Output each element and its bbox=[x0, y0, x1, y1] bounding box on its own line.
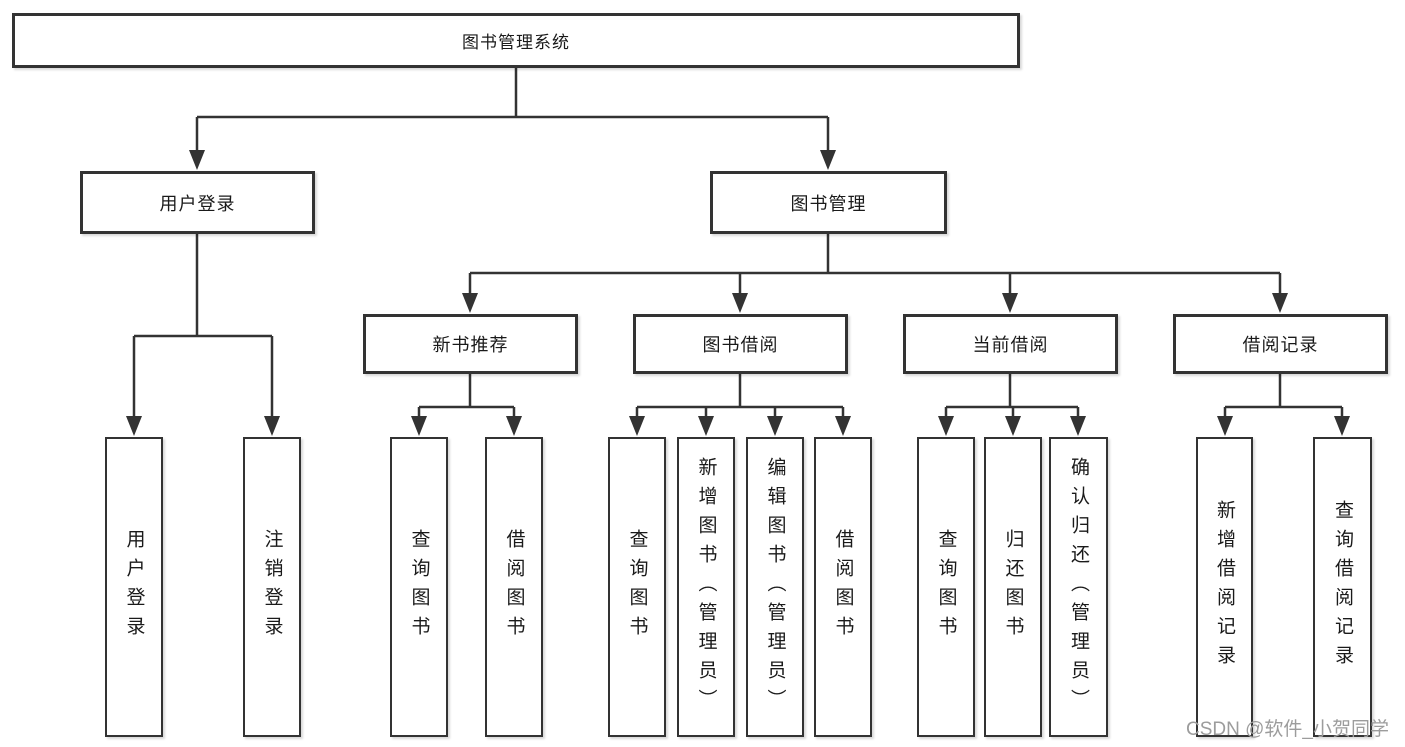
leaf-user-login: 用户登录 bbox=[105, 437, 163, 737]
node-current-borrow: 当前借阅 bbox=[903, 314, 1118, 374]
leaf-nb-borrow-book: 借阅图书 bbox=[485, 437, 543, 737]
leaf-cb-confirm-return-label: 确认归还（管理员） bbox=[1068, 456, 1089, 718]
leaf-user-login-label: 用户登录 bbox=[123, 529, 145, 645]
node-new-book-recommend: 新书推荐 bbox=[363, 314, 578, 374]
leaf-br-query-record-label: 查询借阅记录 bbox=[1332, 500, 1353, 674]
leaf-bb-query-book: 查询图书 bbox=[608, 437, 666, 737]
csdn-watermark: CSDN @软件_小贺同学 bbox=[1186, 719, 1389, 740]
leaf-br-add-record: 新增借阅记录 bbox=[1196, 437, 1253, 737]
node-new-book-recommend-label: 新书推荐 bbox=[432, 335, 509, 355]
node-root: 图书管理系统 bbox=[12, 13, 1020, 68]
leaf-cb-query-book: 查询图书 bbox=[917, 437, 975, 737]
leaf-cb-return-book-label: 归还图书 bbox=[1002, 529, 1024, 645]
leaf-br-add-record-label: 新增借阅记录 bbox=[1214, 500, 1235, 674]
leaf-cb-query-book-label: 查询图书 bbox=[935, 529, 957, 645]
leaf-bb-add-book: 新增图书（管理员） bbox=[677, 437, 735, 737]
leaf-bb-edit-book: 编辑图书（管理员） bbox=[746, 437, 804, 737]
leaf-cb-return-book: 归还图书 bbox=[984, 437, 1042, 737]
node-borrow-record: 借阅记录 bbox=[1173, 314, 1388, 374]
leaf-bb-add-book-label: 新增图书（管理员） bbox=[695, 456, 717, 718]
node-root-label: 图书管理系统 bbox=[462, 33, 570, 52]
node-user-login-label: 用户登录 bbox=[159, 193, 236, 214]
node-user-login: 用户登录 bbox=[80, 171, 315, 234]
leaf-nb-query-book-label: 查询图书 bbox=[408, 529, 430, 645]
node-current-borrow-label: 当前借阅 bbox=[972, 335, 1049, 355]
node-book-borrow: 图书借阅 bbox=[633, 314, 848, 374]
node-book-borrow-label: 图书借阅 bbox=[702, 335, 779, 355]
node-book-management-label: 图书管理 bbox=[790, 193, 867, 214]
leaf-bb-borrow-book: 借阅图书 bbox=[814, 437, 872, 737]
leaf-nb-query-book: 查询图书 bbox=[390, 437, 448, 737]
leaf-cb-confirm-return: 确认归还（管理员） bbox=[1049, 437, 1108, 737]
leaf-br-query-record: 查询借阅记录 bbox=[1313, 437, 1372, 737]
leaf-bb-edit-book-label: 编辑图书（管理员） bbox=[764, 456, 786, 718]
leaf-bb-borrow-book-label: 借阅图书 bbox=[832, 529, 854, 645]
leaf-logout-label: 注销登录 bbox=[261, 529, 283, 645]
leaf-logout: 注销登录 bbox=[243, 437, 301, 737]
node-book-management: 图书管理 bbox=[710, 171, 947, 234]
leaf-bb-query-book-label: 查询图书 bbox=[626, 529, 648, 645]
leaf-nb-borrow-book-label: 借阅图书 bbox=[503, 529, 525, 645]
node-borrow-record-label: 借阅记录 bbox=[1242, 335, 1319, 355]
